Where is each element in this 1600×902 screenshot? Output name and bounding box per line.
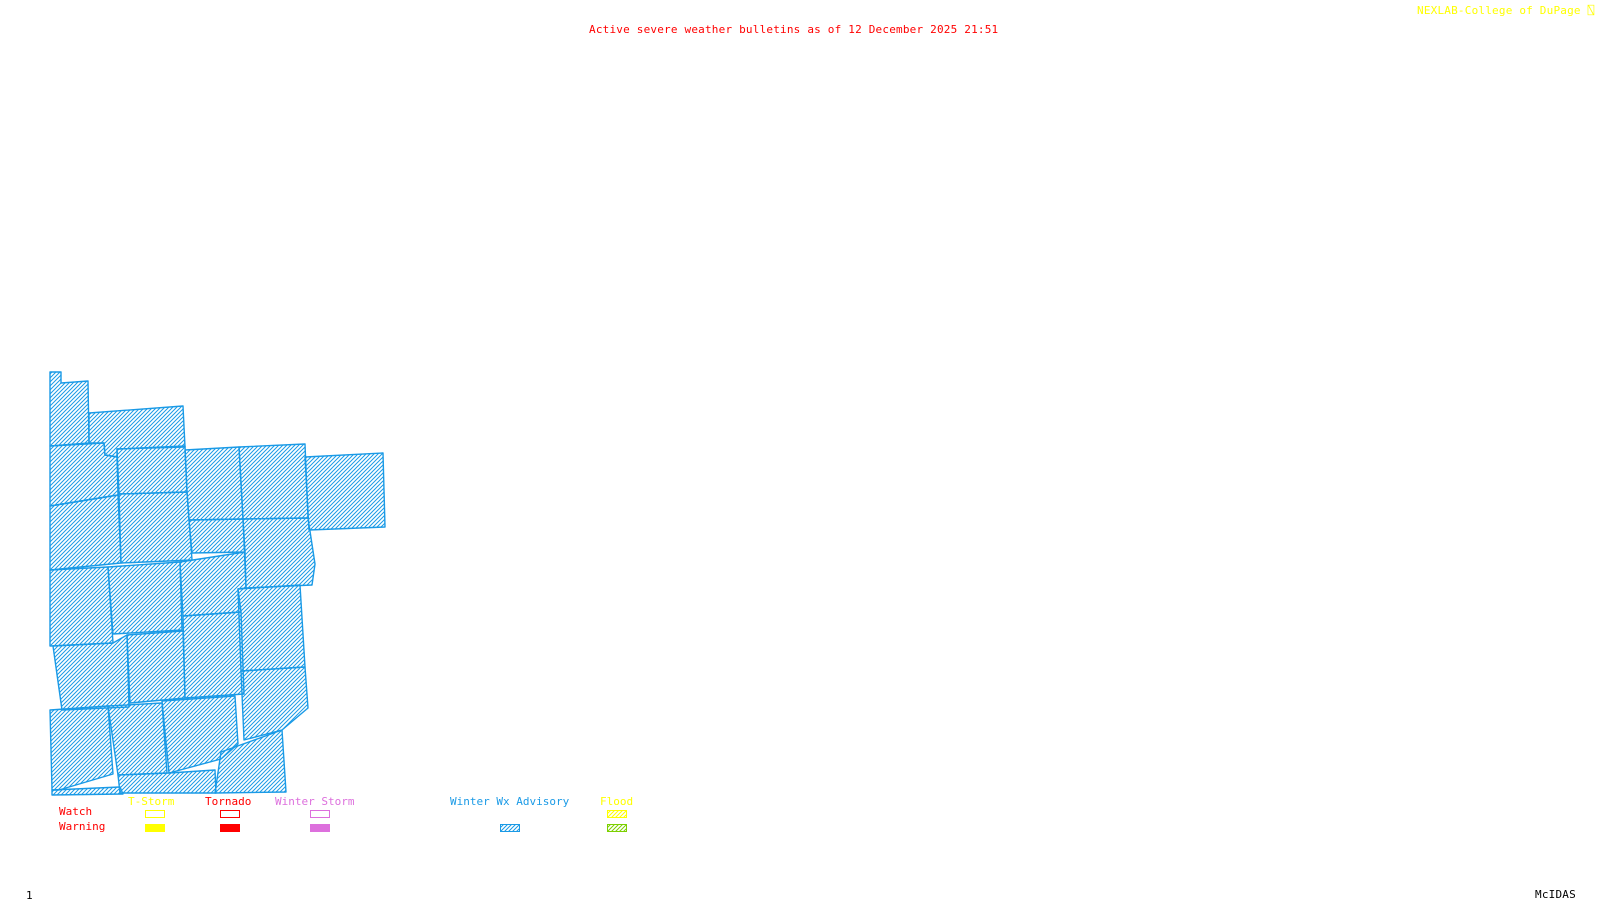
- nexlab-credit: NEXLAB-College of DuPage ⍂: [1417, 5, 1594, 17]
- advisory-county-7: [304, 452, 386, 531]
- advisory-county-15: [237, 584, 306, 672]
- tornado-warning-swatch: [220, 824, 240, 832]
- legend-watch-label: Watch: [59, 805, 93, 818]
- legend-winter-wx-advisory-label: Winter Wx Advisory: [450, 795, 570, 808]
- advisory-county-23: [214, 729, 287, 794]
- winter-storm-watch-swatch: [310, 810, 330, 818]
- legend-tornado-label: Tornado: [205, 795, 252, 808]
- advisory-county-19: [240, 666, 309, 741]
- advisory-county-20: [49, 705, 114, 791]
- frame-number: 1: [26, 889, 33, 902]
- tstorm-warning-swatch: [145, 824, 165, 832]
- advisory-county-25: [51, 786, 124, 796]
- advisory-county-6: [238, 443, 309, 520]
- legend-warning-label: Warning: [59, 820, 106, 833]
- flood-warning-swatch: [607, 824, 627, 832]
- advisory-county-10: [188, 518, 246, 554]
- credit-text: NEXLAB-College of DuPage: [1417, 4, 1581, 17]
- advisory-county-13: [107, 561, 183, 635]
- legend-flood-label: Flood: [600, 795, 634, 808]
- advisory-county-12: [49, 566, 114, 647]
- legend-tstorm-label: T-Storm: [128, 795, 175, 808]
- advisory-county-8: [49, 494, 122, 571]
- advisory-county-17: [126, 630, 186, 704]
- map-title: Active severe weather bulletins as of 12…: [589, 23, 999, 36]
- advisory-county-21: [107, 702, 168, 776]
- advisory-county-11: [242, 517, 316, 589]
- winter-storm-warning-swatch: [310, 824, 330, 832]
- advisory-counties: [49, 371, 386, 796]
- winter-wx-advisory-swatch: [500, 824, 520, 832]
- nexlab-logo-icon: ⍂: [1580, 4, 1595, 17]
- advisory-county-9: [118, 491, 193, 564]
- tornado-watch-swatch: [220, 810, 240, 818]
- advisory-county-4: [116, 445, 188, 495]
- advisory-county-14: [179, 551, 247, 617]
- software-label: McIDAS: [1535, 888, 1576, 901]
- advisory-county-5: [184, 446, 244, 521]
- advisory-county-1: [49, 371, 90, 447]
- flood-watch-swatch: [607, 810, 627, 818]
- advisory-county-16: [52, 634, 130, 711]
- legend-winter-storm-label: Winter Storm: [275, 795, 355, 808]
- advisory-county-18: [182, 611, 245, 699]
- tstorm-watch-swatch: [145, 810, 165, 818]
